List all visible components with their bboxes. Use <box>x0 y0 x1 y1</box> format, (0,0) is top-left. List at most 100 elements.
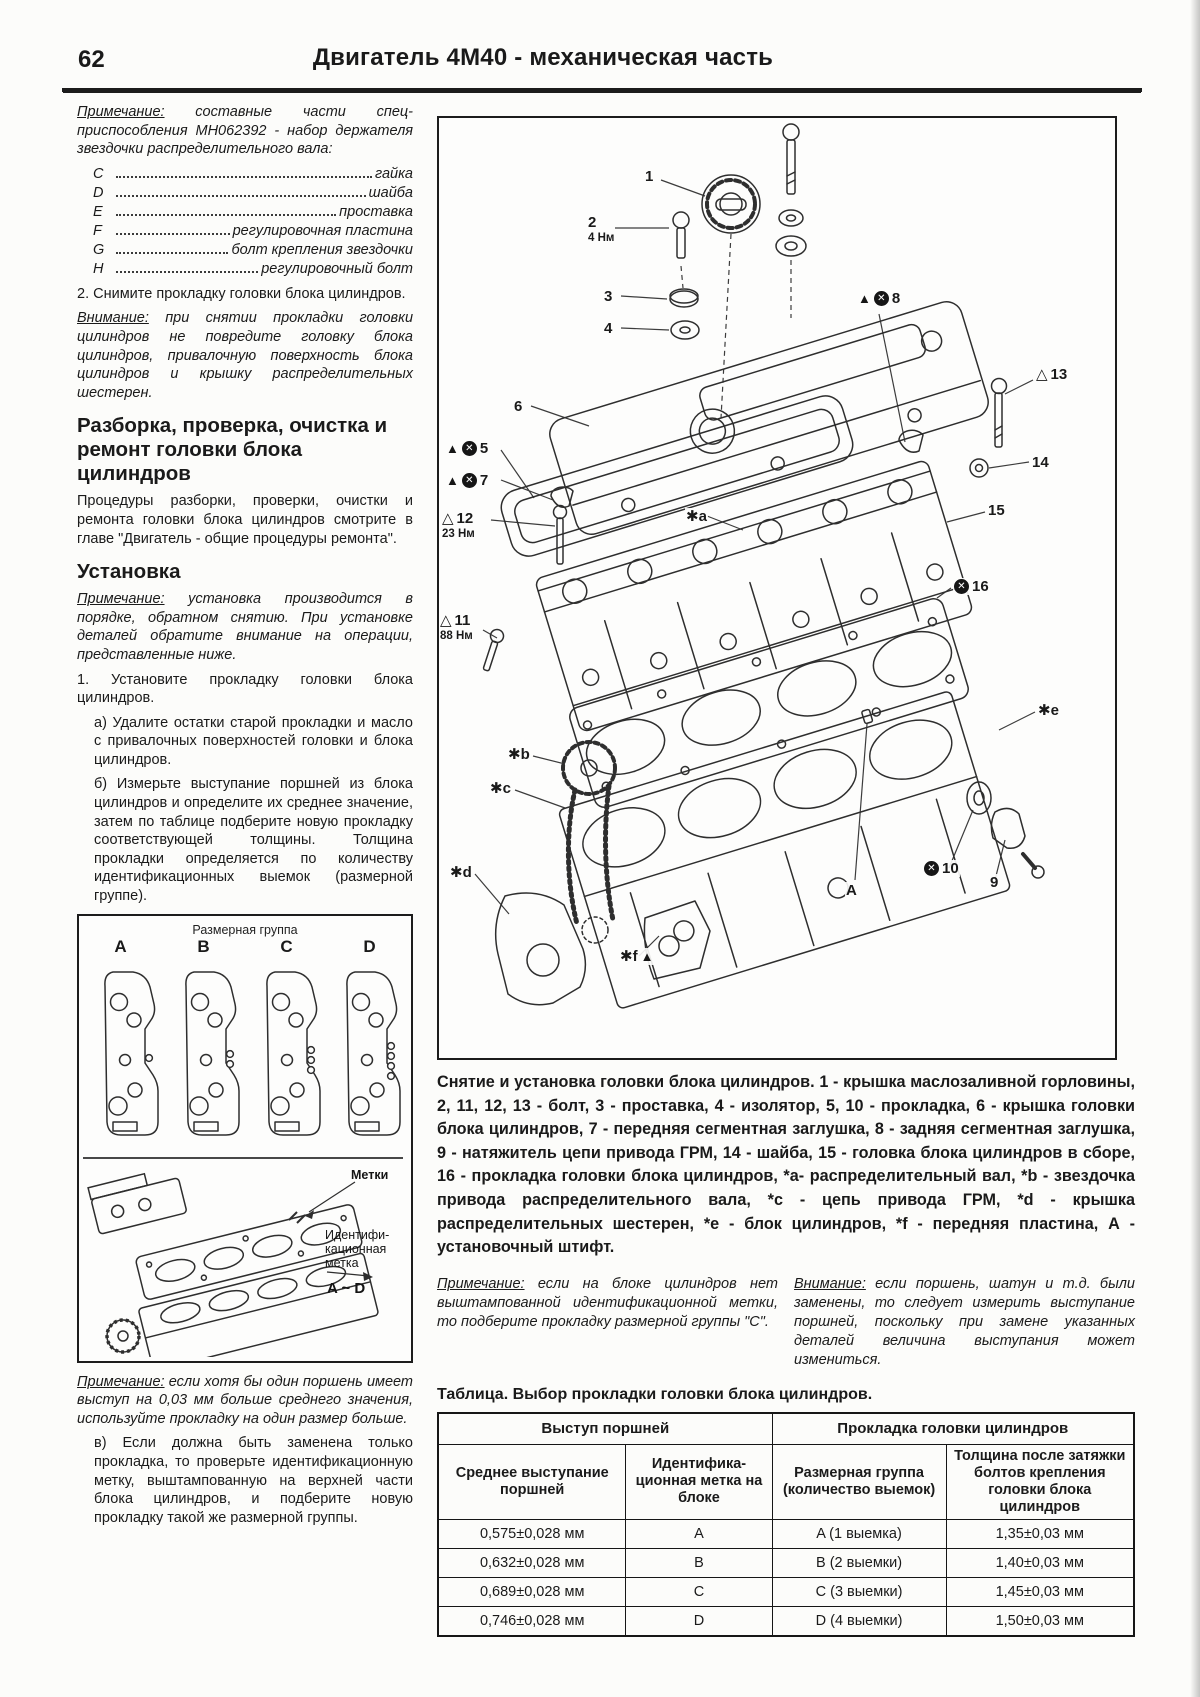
header-rule <box>62 88 1142 92</box>
table-cell: 0,746±0,028 мм <box>437 1605 627 1637</box>
diagram-callout: ✱b <box>507 746 531 763</box>
size-group-letter: B <box>197 936 210 956</box>
para-disassembly: Процедуры разборки, проверки, очистки и … <box>77 493 413 547</box>
diagram-callout: ▲✕5 <box>445 440 490 457</box>
table-column-header: Идентифика-ционная метка на блоке <box>625 1443 773 1520</box>
diagram-callout: 4 <box>603 320 614 337</box>
note-oversize: Примечание: если хотя бы один поршень им… <box>77 1373 413 1429</box>
callout-number: 7 <box>479 472 489 489</box>
page-header: 62 Двигатель 4М40 - механическая часть <box>76 44 1130 80</box>
note-label: Примечание: <box>77 104 165 120</box>
table-cell: C <box>625 1576 773 1607</box>
step-remove-gasket: 2. Снимите прокладку головки блока цилин… <box>77 285 406 302</box>
warning-removal: Внимание: при снятии прокладки головки ц… <box>77 309 413 402</box>
callout-number: 5 <box>479 440 489 457</box>
callout-number: 14 <box>1032 454 1049 471</box>
sealant-triangle-icon: △ <box>1036 366 1048 383</box>
note-label: Примечание: <box>77 1373 165 1390</box>
table-cell: 0,632±0,028 мм <box>437 1547 627 1578</box>
table-column-header: Толщина после затяжки болтов крепления г… <box>945 1443 1135 1520</box>
table-cell: B (2 выемки) <box>771 1547 947 1578</box>
table-cell: D <box>625 1605 773 1637</box>
torque-value: 88 Нм <box>440 630 473 642</box>
table-group-header: Прокладка головки цилиндров <box>771 1412 1135 1445</box>
size-group-title: Размерная группа <box>192 922 298 937</box>
callout-number: ✱d <box>450 864 472 881</box>
table-column-header: Среднее выступание поршней <box>437 1443 627 1520</box>
torque-value: 4 Нм <box>588 232 615 244</box>
diagram-callout: 9 <box>989 874 1000 891</box>
callout-number: 13 <box>1050 366 1068 383</box>
warning-piston: Внимание: если поршень, шатун и т.д. был… <box>794 1275 1135 1370</box>
marks-label: Метки <box>351 1167 389 1182</box>
callout-number: ✱с <box>490 780 511 797</box>
table-group-header: Выступ поршней <box>437 1412 773 1445</box>
page-title: Двигатель 4М40 - механическая часть <box>312 44 774 71</box>
warning-label: Внимание: <box>77 310 149 327</box>
callout-number: 10 <box>942 860 959 877</box>
diagram-callout: 1 <box>644 168 655 185</box>
substep-a: а) Удалите остатки старой прокладки и ма… <box>94 714 413 768</box>
torque-value: 23 Нм <box>442 528 475 540</box>
diagram-callout: ✕10 <box>923 860 960 877</box>
diagram-callout: ✕16 <box>953 578 990 595</box>
sealant-triangle-icon: △ <box>440 612 452 629</box>
note-spec-tool: Примечание: составные части спец-приспос… <box>77 103 413 159</box>
left-column: Примечание: составные части спец-приспос… <box>77 103 413 1533</box>
diagram-callout: ✱а <box>685 508 708 525</box>
note-text: если на блоке цилиндров нет выштампованн… <box>437 1275 778 1330</box>
table-cell: 1,35±0,03 мм <box>945 1518 1135 1549</box>
diagram-callout: ✱f▲ <box>619 948 655 965</box>
note-text: установка производится в порядке, обратн… <box>77 591 413 663</box>
circle-x-icon: ✕ <box>954 579 969 594</box>
table-cell: A <box>625 1518 773 1549</box>
size-group-letter: A <box>114 936 127 956</box>
warning-text: если поршень, шатун и т.д. были заменены… <box>794 1275 1135 1368</box>
notes-row: Примечание: если на блоке цилиндров нет … <box>437 1275 1135 1370</box>
circle-x-icon: ✕ <box>924 861 939 876</box>
callout-number: ✱b <box>508 746 530 763</box>
callout-number: 6 <box>514 398 523 415</box>
note-text: составные части спец-приспособления MH06… <box>77 104 414 158</box>
diagram-callout: ✱d <box>449 864 473 881</box>
id-mark-range: A ~ D <box>327 1279 366 1297</box>
size-group-letter: C <box>280 936 293 956</box>
circle-x-icon: ✕ <box>461 441 477 456</box>
table-cell: B <box>625 1547 773 1578</box>
callout-number: А <box>846 882 857 899</box>
table-cell: 0,689±0,028 мм <box>437 1576 627 1607</box>
sealant-triangle-icon: △ <box>442 510 454 527</box>
table-cell: A (1 выемка) <box>771 1518 947 1549</box>
table-cell: C (3 выемки) <box>771 1576 947 1607</box>
section-heading-disassembly: Разборка, проверка, очистка и ремонт гол… <box>77 414 388 486</box>
warning-text: при снятии прокладки головки цилиндров н… <box>77 310 414 401</box>
substep-b: б) Измерьте выступание поршней из блока … <box>94 776 413 905</box>
diagram-callout: 15 <box>987 502 1006 519</box>
callout-number: ✱е <box>1038 702 1059 719</box>
callout-number: 3 <box>604 288 613 305</box>
substep-c: в) Если должна быть заменена только прок… <box>94 1435 413 1526</box>
warning-label: Внимание: <box>794 1275 866 1292</box>
filled-triangle-icon: ▲ <box>858 291 871 306</box>
exploded-view-sketch <box>474 123 1045 1009</box>
circle-x-icon: ✕ <box>461 473 477 488</box>
callout-number: 1 <box>645 168 654 185</box>
diagram-callout: 3 <box>603 288 614 305</box>
diagram-callout: ✱е <box>1037 702 1060 719</box>
note-text: если хотя бы один поршень имеет выступ н… <box>77 1373 413 1427</box>
